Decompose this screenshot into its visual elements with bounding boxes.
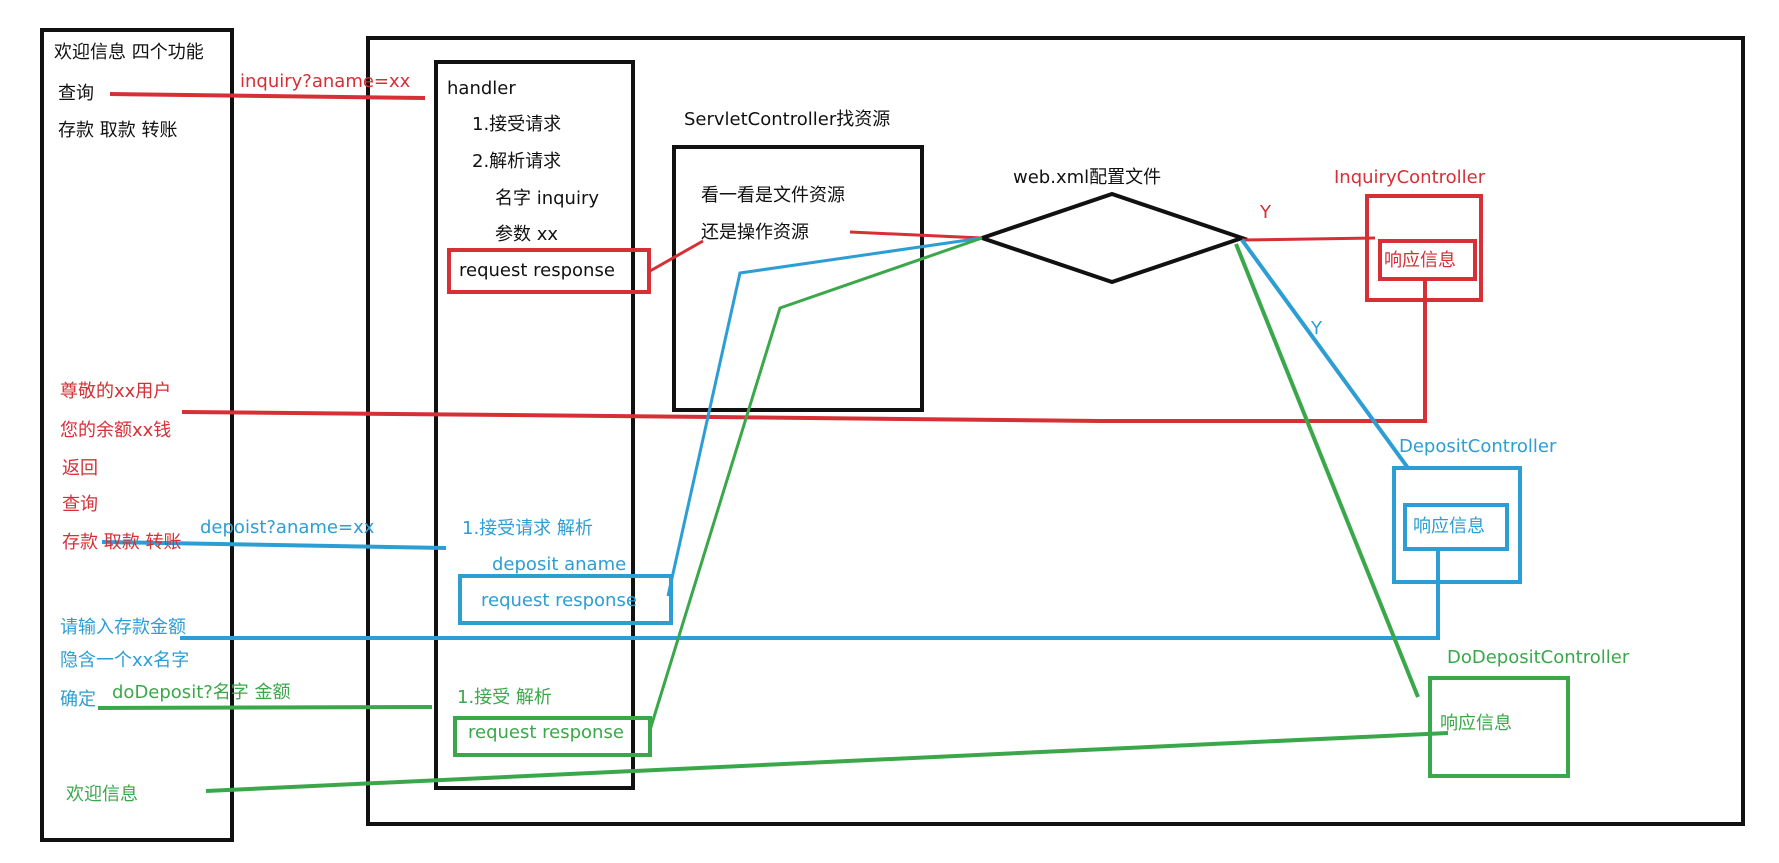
handler-param: 参数 xx [495, 224, 559, 245]
yes-label-blue: Y [1311, 318, 1322, 339]
browser-ops: 存款 取款 转账 [62, 532, 182, 553]
browser-balance: 您的余额xx钱 [60, 420, 172, 441]
handler-step-do: 1.接受 解析 [457, 687, 552, 708]
blue-config-to-deposit [1240, 238, 1410, 470]
servlet-controller-title: ServletController找资源 [684, 109, 891, 130]
browser-back: 返回 [62, 458, 98, 479]
servlet-controller-box [672, 145, 924, 412]
browser-panel [40, 28, 234, 842]
deposit-response-label: 响应信息 [1413, 516, 1485, 537]
browser-query: 查询 [62, 494, 98, 515]
handler-req-resp-box-3 [453, 716, 652, 757]
green-handler-to-config [648, 236, 983, 731]
red-handler-to-servlet [649, 239, 704, 273]
deposit-controller-name: DepositController [1399, 436, 1557, 457]
handler-req-resp-2-label: request response [481, 590, 637, 611]
handler-deposit-parsed: deposit aname [492, 554, 627, 575]
inquiry-response-box [1378, 239, 1477, 281]
red-inquiry-request-line [109, 92, 426, 100]
browser-confirm: 确定 [60, 689, 96, 710]
red-response-return-line [181, 277, 1427, 423]
servlet-line1: 看一看是文件资源 [701, 185, 845, 206]
browser-enter-amount: 请输入存款金额 [60, 617, 186, 638]
inquiry-request-label: inquiry?aname=xx [240, 71, 411, 92]
handler-title: handler [447, 78, 516, 99]
handler-step-deposit: 1.接受请求 解析 [462, 518, 593, 539]
inquiry-response-label: 响应信息 [1384, 250, 1456, 271]
dodeposit-controller-name: DoDepositController [1447, 647, 1630, 668]
red-servlet-to-config [849, 230, 983, 240]
server-panel [366, 36, 1745, 826]
deposit-controller-box [1392, 466, 1522, 584]
web-xml-diamond [975, 191, 1249, 285]
handler-step1: 1.接受请求 [472, 114, 562, 135]
browser-welcome: 欢迎信息 [66, 784, 138, 805]
blue-handler-to-config [666, 236, 983, 597]
handler-req-resp-box-2 [458, 574, 673, 625]
browser-user-greeting: 尊敬的xx用户 [60, 381, 172, 402]
deposit-response-box [1403, 503, 1509, 551]
web-xml-label: web.xml配置文件 [1013, 167, 1162, 188]
deposit-request-label: depoist?aname=xx [200, 517, 375, 538]
green-dodeposit-request-line [97, 705, 433, 710]
yes-label-red: Y [1260, 202, 1271, 223]
dodeposit-request-label: doDeposit?名字 金额 [112, 682, 291, 703]
green-config-to-dodeposit [1234, 243, 1420, 698]
browser-welcome-title: 欢迎信息 四个功能 [54, 42, 204, 63]
blue-response-return-line [180, 549, 1440, 640]
handler-step2: 2.解析请求 [472, 151, 562, 172]
browser-menu-others: 存款 取款 转账 [58, 120, 178, 141]
browser-hidden-name: 隐含一个xx名字 [60, 650, 190, 671]
inquiry-controller-name: InquiryController [1334, 167, 1486, 188]
handler-name: 名字 inquiry [495, 188, 600, 209]
dodeposit-response-label: 响应信息 [1440, 713, 1512, 734]
handler-req-resp-box-1 [447, 248, 651, 294]
dodeposit-controller-box [1428, 676, 1570, 778]
handler-req-resp-3-label: request response [468, 722, 624, 743]
red-config-to-inquiry [1241, 236, 1376, 242]
green-response-return-line [205, 731, 1449, 793]
handler-req-resp-1-label: request response [459, 260, 615, 281]
blue-deposit-request-line [101, 540, 447, 550]
servlet-line2: 还是操作资源 [701, 222, 809, 243]
handler-box [434, 60, 635, 790]
browser-menu-query: 查询 [58, 83, 94, 104]
